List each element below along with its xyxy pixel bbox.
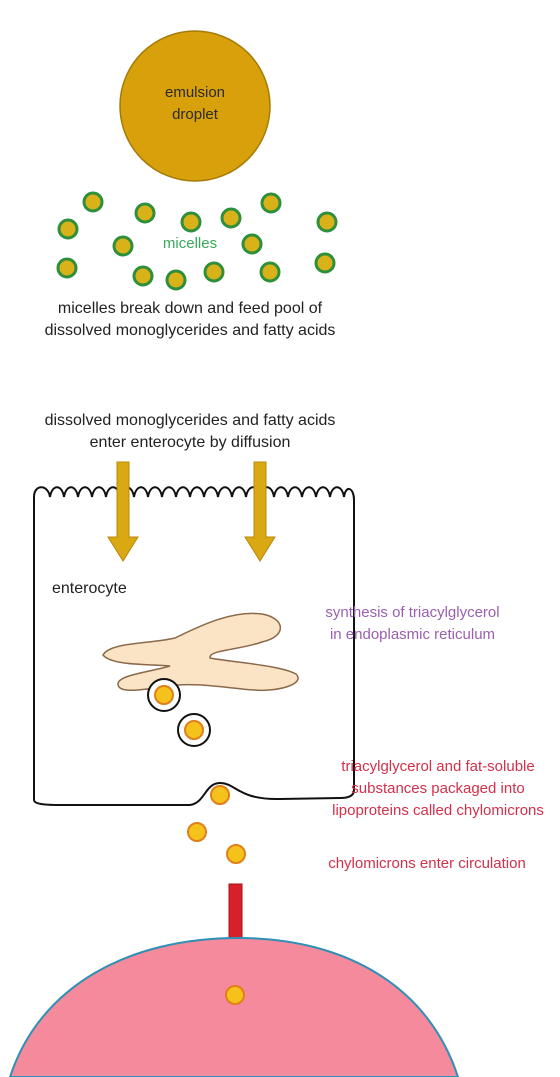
micelle: [316, 254, 334, 272]
endoplasmic-reticulum: [103, 613, 298, 690]
synthesis-caption: synthesis of triacylglycerol in endoplas…: [305, 602, 520, 646]
micelle: [243, 235, 261, 253]
packaging-caption: triacylglycerol and fat-soluble substanc…: [318, 756, 558, 822]
breakdown-caption-line2: dissolved monoglycerides and fatty acids: [0, 320, 380, 342]
chylomicron: [227, 845, 245, 863]
micelle: [134, 267, 152, 285]
breakdown-caption: micelles break down and feed pool of dis…: [0, 298, 380, 342]
emulsion-droplet-label-line1: emulsion: [140, 82, 250, 104]
diffusion-arrow-right: [245, 462, 275, 561]
chylomicron: [211, 786, 229, 804]
micelle: [261, 263, 279, 281]
chylomicron-in-blood: [226, 986, 244, 1004]
packaging-caption-line2: substances packaged into: [318, 778, 558, 800]
micelle: [318, 213, 336, 231]
packaging-caption-line1: triacylglycerol and fat-soluble: [318, 756, 558, 778]
released-chylomicrons: [188, 823, 245, 863]
chylomicron: [185, 721, 203, 739]
emulsion-droplet-label: emulsion droplet: [140, 82, 250, 126]
synthesis-caption-line1: synthesis of triacylglycerol: [305, 602, 520, 624]
diffusion-arrow-left: [108, 462, 138, 561]
micelle: [167, 271, 185, 289]
enterocyte-membrane-bottom: [34, 800, 190, 805]
chylomicron-vesicles: [148, 679, 229, 804]
micelle: [182, 213, 200, 231]
chylomicron: [155, 686, 173, 704]
breakdown-caption-line1: micelles break down and feed pool of: [0, 298, 380, 320]
enterocyte-label: enterocyte: [52, 578, 162, 600]
micelle: [59, 220, 77, 238]
micelles-label: micelles: [145, 233, 235, 255]
micelle: [114, 237, 132, 255]
diffusion-caption: dissolved monoglycerides and fatty acids…: [0, 410, 380, 454]
micelle: [58, 259, 76, 277]
diffusion-caption-line2: enter enterocyte by diffusion: [0, 432, 380, 454]
diffusion-arrows: [108, 462, 275, 561]
exocytosis-pocket: [190, 783, 280, 805]
micelle: [84, 193, 102, 211]
micelle: [222, 209, 240, 227]
emulsion-droplet-label-line2: droplet: [140, 104, 250, 126]
chylomicron: [188, 823, 206, 841]
blood-vessel: [10, 938, 458, 1077]
synthesis-caption-line2: in endoplasmic reticulum: [305, 624, 520, 646]
micelle: [262, 194, 280, 212]
diffusion-caption-line1: dissolved monoglycerides and fatty acids: [0, 410, 380, 432]
micelle: [205, 263, 223, 281]
micelle: [136, 204, 154, 222]
circulation-caption: chylomicrons enter circulation: [296, 853, 558, 875]
packaging-caption-line3: lipoproteins called chylomicrons: [318, 800, 558, 822]
